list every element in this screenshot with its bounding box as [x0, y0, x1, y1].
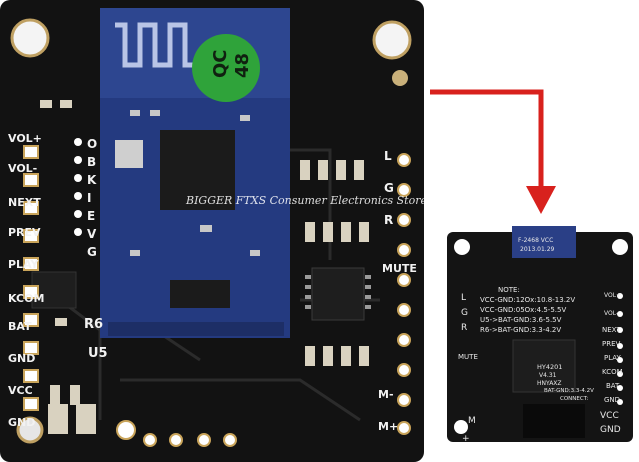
- mount-hole-bottom-left: [16, 416, 44, 444]
- svg-text:VCC-GND:12Ox:10.8-13.2V: VCC-GND:12Ox:10.8-13.2V: [480, 296, 575, 304]
- small-board-note: NOTE: VCC-GND:12Ox:10.8-13.2V VCC-GND:05…: [480, 286, 575, 334]
- pin-label-vcc: VCC: [8, 384, 33, 397]
- svg-text:QC: QC: [210, 49, 231, 78]
- svg-text:VOL+: VOL+: [604, 292, 621, 299]
- mount-hole-top-left: [10, 18, 50, 58]
- pin-label-m-plus: M+: [378, 420, 398, 433]
- right-pin-labels: L G R MUTE M- M+: [378, 149, 417, 433]
- svg-text:48: 48: [232, 53, 253, 78]
- svg-text:F-2468 VCC: F-2468 VCC: [518, 237, 553, 244]
- svg-text:BAT: BAT: [606, 382, 620, 390]
- svg-text:VOL-: VOL-: [604, 310, 618, 317]
- svg-text:O: O: [87, 137, 97, 151]
- left-pin-header: [23, 145, 39, 411]
- svg-text:E: E: [87, 209, 95, 223]
- main-board: QC 48 VOL+ VOL-: [0, 0, 424, 462]
- svg-text:KCOM: KCOM: [602, 368, 623, 376]
- audio-chip: [311, 267, 365, 321]
- svg-text:L: L: [461, 293, 466, 303]
- svg-text:K: K: [87, 173, 97, 187]
- svg-text:G: G: [87, 245, 97, 259]
- mark-u5: U5: [88, 346, 108, 361]
- svg-text:HNYAXZ: HNYAXZ: [537, 380, 562, 387]
- small-right-labels: VOL+ VOL- NEXT PREV PLAY KCOM BAT GND VC…: [600, 292, 623, 435]
- svg-text:M: M: [468, 416, 476, 426]
- svg-text:U5->BAT-GND:3.6-5.5V: U5->BAT-GND:3.6-5.5V: [480, 316, 562, 324]
- svg-text:I: I: [87, 191, 91, 205]
- svg-text:VCC: VCC: [600, 411, 619, 421]
- svg-text:PREV: PREV: [602, 340, 621, 348]
- svg-text:HY4201: HY4201: [537, 363, 562, 371]
- svg-text:BAT-GND:3.3-4.2V: BAT-GND:3.3-4.2V: [544, 388, 594, 394]
- small-bt-module: [512, 226, 576, 258]
- pin-label-vol-plus: VOL+: [8, 132, 42, 145]
- pin-label-r: R: [384, 213, 393, 227]
- pin-label-prev: PREV: [8, 226, 41, 239]
- bluetooth-module: [100, 8, 290, 338]
- svg-text:MUTE: MUTE: [458, 353, 478, 361]
- svg-text:R6->BAT-GND:3.3-4.2V: R6->BAT-GND:3.3-4.2V: [480, 326, 561, 334]
- store-watermark: BIGGER FTXS Consumer Electronics Store: [185, 194, 427, 207]
- red-arrow: [430, 89, 556, 214]
- svg-text:NEXT: NEXT: [602, 326, 621, 334]
- svg-text:R: R: [461, 323, 467, 333]
- svg-text:+: +: [462, 434, 470, 444]
- pin-label-vol-minus: VOL-: [8, 162, 37, 175]
- svg-text:VCC-GND:05Ox:4.5-5.5V: VCC-GND:05Ox:4.5-5.5V: [480, 306, 566, 314]
- pin-label-l: L: [384, 149, 392, 163]
- svg-text:2013.01.29: 2013.01.29: [520, 246, 555, 253]
- svg-text:NOTE:: NOTE:: [498, 286, 520, 294]
- mid-labels: O B K I E V G: [74, 137, 97, 259]
- svg-text:B: B: [87, 155, 96, 169]
- svg-text:G: G: [461, 308, 468, 318]
- pin-label-gnd-2: GND: [8, 416, 35, 429]
- pin-label-mute: MUTE: [382, 262, 417, 275]
- pin-label-m-minus: M-: [378, 388, 394, 401]
- qc-sticker: QC 48: [192, 34, 260, 102]
- svg-text:PLAY: PLAY: [604, 354, 622, 362]
- pin-label-next: NEXT: [8, 196, 41, 209]
- mount-hole-top-right: [372, 20, 412, 60]
- right-pin-header: [397, 153, 411, 435]
- svg-text:GND: GND: [600, 425, 621, 435]
- pin-label-g: G: [384, 181, 394, 195]
- pin-label-play: PLAY: [8, 258, 40, 271]
- svg-text:CONNECT:: CONNECT:: [560, 396, 588, 402]
- small-board: F-2468 VCC 2013.01.29 NOTE: VCC-GND:12Ox…: [447, 226, 633, 444]
- svg-text:V4.31: V4.31: [539, 372, 557, 379]
- svg-text:V: V: [87, 227, 97, 241]
- pin-label-kcom: KCOM: [8, 292, 44, 305]
- left-pin-labels: VOL+ VOL- NEXT PREV PLAY KCOM BAT GND VC…: [8, 132, 44, 429]
- mark-r6: R6: [84, 317, 103, 332]
- svg-text:GND: GND: [604, 396, 620, 404]
- pin-label-gnd: GND: [8, 352, 35, 365]
- small-left-labels: L G R MUTE M +: [458, 293, 478, 444]
- pin-label-bat: BAT: [8, 320, 32, 333]
